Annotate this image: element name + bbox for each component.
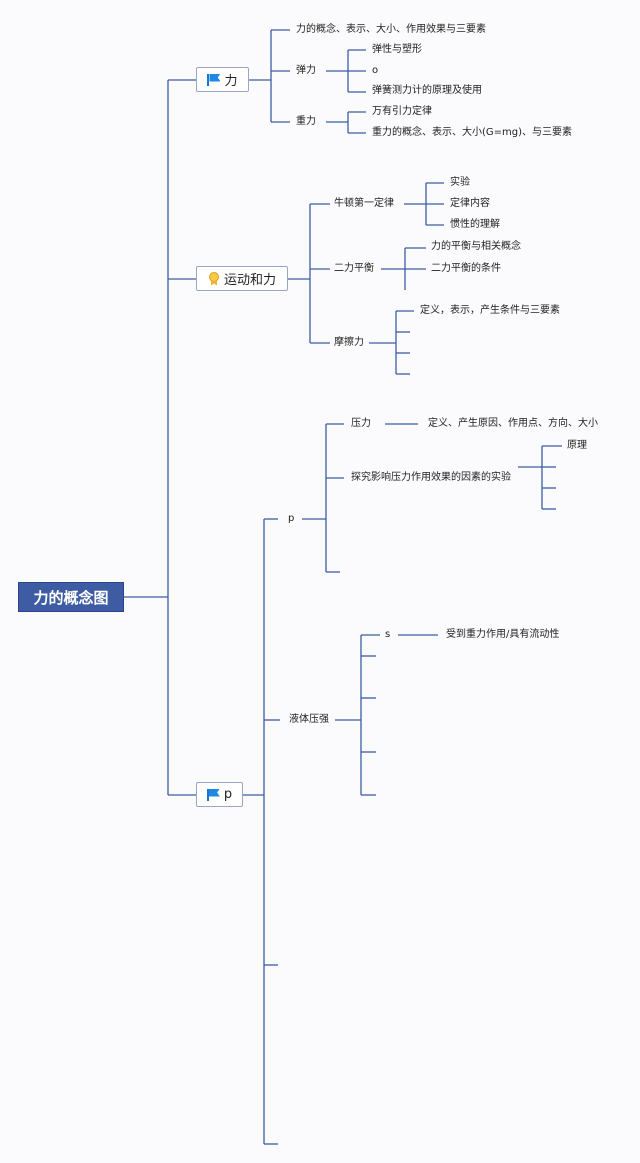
pressure-force-item[interactable]: 定义、产生原因、作用点、方向、大小: [428, 418, 598, 429]
gravity-item-1[interactable]: 万有引力定律: [372, 106, 432, 117]
newton-item-1[interactable]: 实验: [450, 177, 470, 188]
pressure-force-node[interactable]: 压力: [351, 418, 371, 429]
elastic-node[interactable]: 弹力: [296, 65, 316, 76]
balance-item-2[interactable]: 二力平衡的条件: [431, 263, 501, 274]
experiment-node[interactable]: 探究影响压力作用效果的因素的实验: [351, 472, 511, 483]
newton-item-3[interactable]: 惯性的理解: [450, 219, 500, 230]
node-motion-label: 运动和力: [223, 273, 276, 288]
friction-item-1[interactable]: 定义，表示，产生条件与三要素: [420, 305, 560, 316]
s-node[interactable]: s: [385, 629, 391, 640]
flag-icon: [207, 73, 220, 86]
elastic-item-1[interactable]: 弹性与塑形: [372, 44, 422, 55]
node-pressure[interactable]: p: [196, 782, 243, 807]
newton-node[interactable]: 牛顿第一定律: [334, 198, 394, 209]
node-force-label: 力: [224, 74, 238, 89]
node-force[interactable]: 力: [196, 67, 249, 92]
elastic-item-2[interactable]: o: [372, 65, 379, 76]
force-concept[interactable]: 力的概念、表示、大小、作用效果与三要素: [296, 24, 486, 35]
newton-item-2[interactable]: 定律内容: [450, 198, 490, 209]
node-motion[interactable]: 运动和力: [196, 266, 288, 291]
flag-icon: [206, 788, 220, 801]
liquid-node[interactable]: 液体压强: [289, 714, 329, 725]
experiment-item[interactable]: 原理: [567, 440, 587, 451]
p-node[interactable]: p: [288, 513, 295, 524]
node-pressure-label: p: [223, 787, 233, 802]
gravity-item-2[interactable]: 重力的概念、表示、大小(G=mg)、与三要素: [372, 127, 573, 138]
gravity-node[interactable]: 重力: [296, 116, 316, 127]
root-node[interactable]: 力的概念图: [18, 582, 124, 612]
balance-node[interactable]: 二力平衡: [334, 263, 374, 274]
balance-item-1[interactable]: 力的平衡与相关概念: [431, 241, 521, 252]
root-label: 力的概念图: [33, 588, 109, 607]
elastic-item-3[interactable]: 弹簧测力计的原理及使用: [372, 85, 482, 96]
s-item[interactable]: 受到重力作用/具有流动性: [446, 629, 560, 640]
friction-node[interactable]: 摩擦力: [334, 337, 364, 348]
medal-icon: [208, 271, 220, 286]
